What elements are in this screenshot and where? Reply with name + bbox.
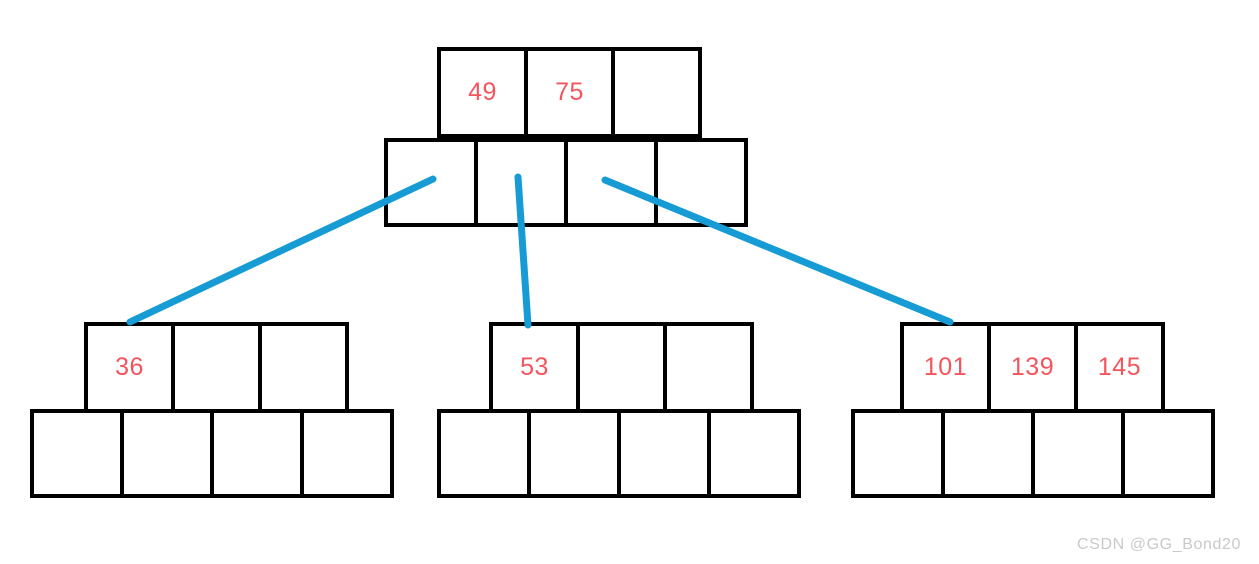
left-child-pointer-row — [30, 409, 394, 498]
root-node-pointer-row — [384, 138, 748, 227]
left-child-key-cell-2[interactable] — [258, 322, 349, 413]
root-pointer-cell-1[interactable] — [474, 138, 568, 227]
root-key-cell-0[interactable]: 49 — [437, 47, 528, 138]
left-child-pointer-cell-0[interactable] — [30, 409, 124, 498]
left-child-key-cell-1[interactable] — [171, 322, 262, 413]
watermark-text: CSDN @GG_Bond20 — [1077, 536, 1241, 553]
root-node-key-row: 49 75 — [437, 47, 702, 138]
left-child-key-cell-0[interactable]: 36 — [84, 322, 175, 413]
root-key-cell-1[interactable]: 75 — [524, 47, 615, 138]
root-pointer-cell-2[interactable] — [564, 138, 658, 227]
right-child-pointer-cell-0[interactable] — [851, 409, 945, 498]
right-child-key-cell-1[interactable]: 139 — [987, 322, 1078, 413]
right-child-pointer-cell-3[interactable] — [1121, 409, 1215, 498]
middle-child-pointer-cell-0[interactable] — [437, 409, 531, 498]
left-child-key-row: 36 — [84, 322, 349, 413]
middle-child-pointer-cell-3[interactable] — [707, 409, 801, 498]
right-child-pointer-row — [851, 409, 1215, 498]
right-child-key-cell-0[interactable]: 101 — [900, 322, 991, 413]
middle-child-key-cell-1[interactable] — [576, 322, 667, 413]
root-key-cell-2[interactable] — [611, 47, 702, 138]
root-pointer-cell-0[interactable] — [384, 138, 478, 227]
right-child-pointer-cell-1[interactable] — [941, 409, 1035, 498]
root-pointer-cell-3[interactable] — [654, 138, 748, 227]
left-child-pointer-cell-2[interactable] — [210, 409, 304, 498]
middle-child-key-cell-0[interactable]: 53 — [489, 322, 580, 413]
middle-child-key-row: 53 — [489, 322, 754, 413]
right-child-key-cell-2[interactable]: 145 — [1074, 322, 1165, 413]
left-child-pointer-cell-1[interactable] — [120, 409, 214, 498]
middle-child-pointer-row — [437, 409, 801, 498]
middle-child-key-cell-2[interactable] — [663, 322, 754, 413]
right-child-key-row: 101 139 145 — [900, 322, 1165, 413]
middle-child-pointer-cell-1[interactable] — [527, 409, 621, 498]
right-child-pointer-cell-2[interactable] — [1031, 409, 1125, 498]
left-child-pointer-cell-3[interactable] — [300, 409, 394, 498]
middle-child-pointer-cell-2[interactable] — [617, 409, 711, 498]
